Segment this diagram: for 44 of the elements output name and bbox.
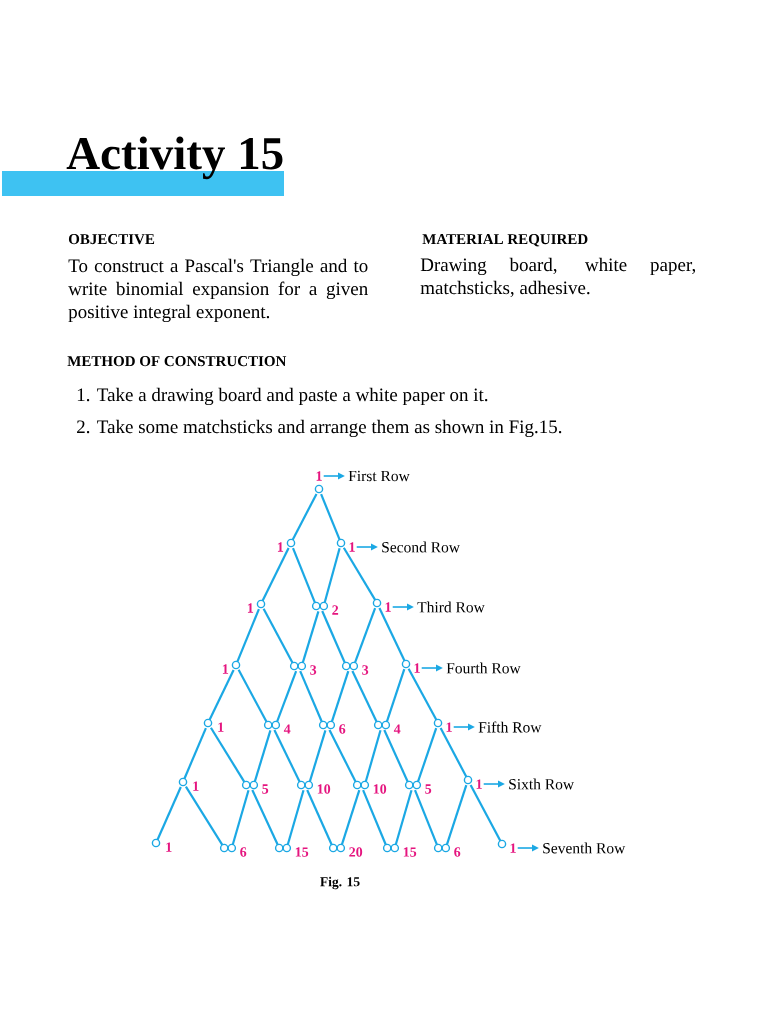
row-label: Seventh Row xyxy=(543,842,626,854)
pascal-number: 1 xyxy=(510,843,516,853)
pascal-number: 1 xyxy=(316,471,322,481)
pascal-number: 1 xyxy=(446,722,452,732)
paragraph: Drawing board, white paper, matchsticks, adhesive. xyxy=(420,257,696,297)
pascal-number: 2 xyxy=(332,605,339,615)
figure-caption: Fig. 15 xyxy=(320,876,360,890)
row-label: Second Row xyxy=(382,541,460,553)
paragraph: To construct a Pascal's Triangle and to write binomial expansion for a given positive integral exponent. xyxy=(68,258,368,323)
pascal-number: 1 xyxy=(218,722,224,732)
pascal-number: 5 xyxy=(262,784,269,794)
instruction-step: 1. Take a drawing board and paste a white paper on it. xyxy=(77,387,488,406)
pascal-number: 1 xyxy=(247,603,254,613)
pascal-number: 15 xyxy=(295,847,309,857)
pascal-number: 10 xyxy=(373,784,387,794)
title: Activity 15 xyxy=(2,136,284,196)
pascal-number: 1 xyxy=(414,663,420,673)
pascal-number: 20 xyxy=(349,847,363,857)
pascal-number: 1 xyxy=(476,779,482,789)
section-heading: METHOD OF CONSTRUCTION xyxy=(67,356,287,367)
row-label: Fifth Row xyxy=(478,721,542,733)
pascal-number: 6 xyxy=(240,847,247,857)
row-label: Fourth Row xyxy=(446,662,521,674)
pascal-number: 3 xyxy=(362,665,369,675)
instruction-step: 2. Take some matchsticks and arrange them as shown in Fig.15. xyxy=(77,419,562,438)
pascal-number: 6 xyxy=(339,724,346,734)
pascal-number: 10 xyxy=(317,784,331,794)
pascal-number: 3 xyxy=(310,665,317,675)
row-label: Third Row xyxy=(417,601,485,613)
pascal-number: 1 xyxy=(193,781,199,791)
section-heading: MATERIAL REQUIRED xyxy=(422,234,588,247)
pascal-number: 1 xyxy=(349,542,355,552)
row-label: Sixth Row xyxy=(509,778,575,790)
row-label: First Row xyxy=(348,470,410,482)
pascal-number: 1 xyxy=(222,664,229,674)
pascal-number: 1 xyxy=(277,542,284,552)
pascal-number: 1 xyxy=(166,842,172,852)
pascal-number: 15 xyxy=(403,847,417,857)
pascal-number: 1 xyxy=(385,602,391,612)
pascal-number: 6 xyxy=(454,847,461,857)
pascal-number: 4 xyxy=(283,724,291,734)
pascal-number: 5 xyxy=(425,784,432,794)
section-heading: OBJECTIVE xyxy=(68,234,155,245)
pascal-number: 4 xyxy=(393,724,401,734)
